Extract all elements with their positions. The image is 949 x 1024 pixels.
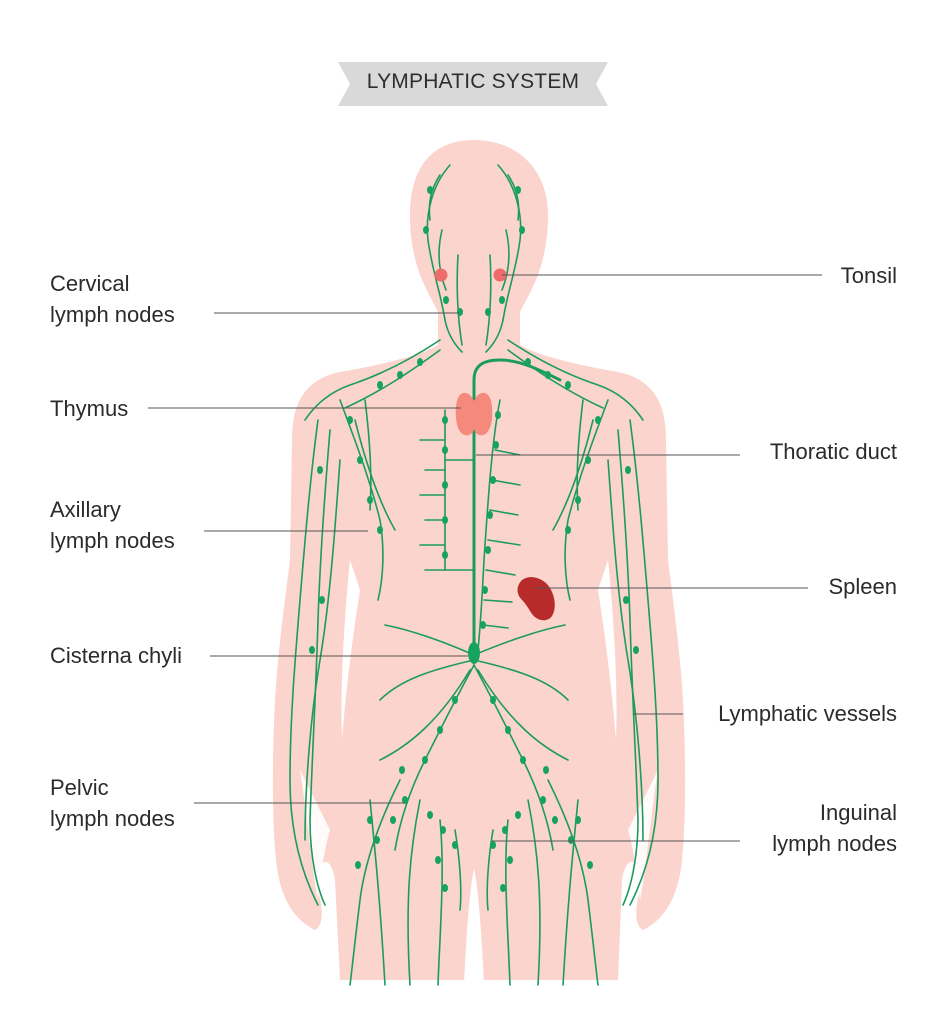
label-spleen: Spleen <box>828 574 897 599</box>
leader-lines <box>148 274 822 842</box>
label-pelvic-lymph-nodes: Pelvic lymph nodes <box>50 775 175 831</box>
label-lymphatic-vessels: Lymphatic vessels <box>718 701 897 726</box>
label-cervical-lymph-nodes: Cervical lymph nodes <box>50 271 175 327</box>
label-axillary-lymph-nodes: Axillary lymph nodes <box>50 497 175 553</box>
label-inguinal-lymph-nodes: Inguinal lymph nodes <box>772 800 897 856</box>
diagram-title: LYMPHATIC SYSTEM <box>366 70 580 93</box>
body-silhouette <box>272 140 686 980</box>
tonsil-left <box>434 268 448 282</box>
label-tonsil: Tonsil <box>840 263 897 288</box>
tonsil-right <box>493 268 507 282</box>
lymph-nodes <box>309 186 639 892</box>
thymus-organ <box>455 392 493 436</box>
label-cisterna-chyli: Cisterna chyli <box>50 643 183 668</box>
title-banner <box>338 62 608 106</box>
label-thoracic-duct: Thoratic duct <box>769 439 897 464</box>
label-thymus: Thymus <box>50 396 129 421</box>
